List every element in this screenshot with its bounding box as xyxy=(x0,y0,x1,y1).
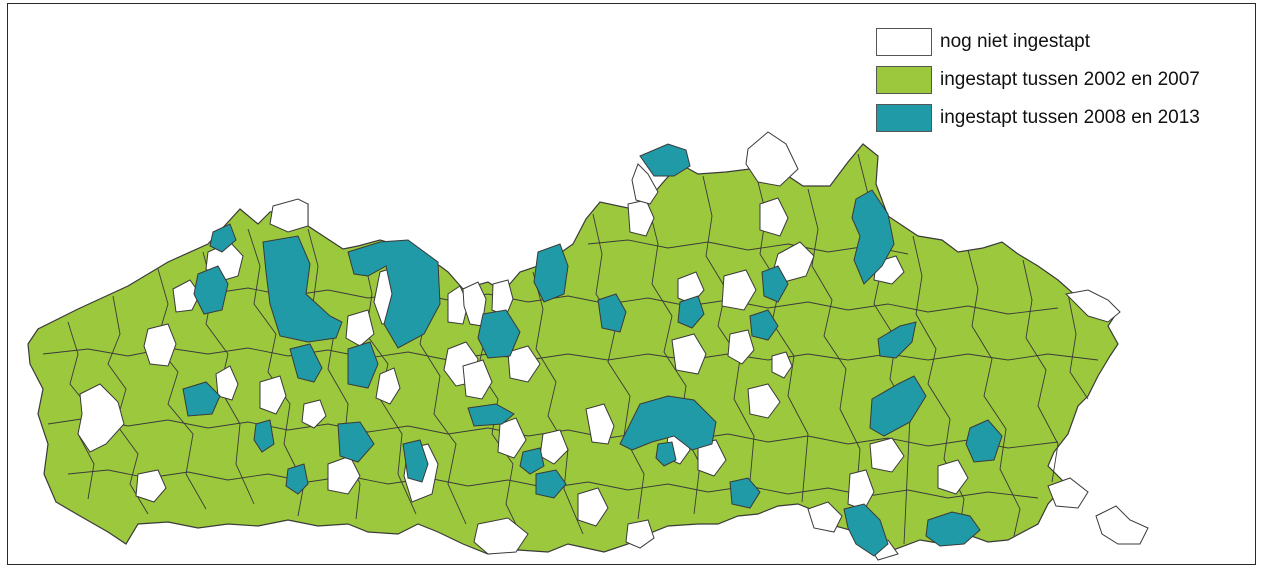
legend-swatch-white xyxy=(876,28,932,56)
legend-label: nog niet ingestapt xyxy=(940,31,1091,52)
legend-item-2002-2007: ingestapt tussen 2002 en 2007 xyxy=(876,66,1246,96)
legend-label: ingestapt tussen 2002 en 2007 xyxy=(940,69,1200,90)
not-joined-areas xyxy=(77,131,1149,561)
legend-swatch-teal xyxy=(876,104,932,132)
legend-label: ingestapt tussen 2008 en 2013 xyxy=(940,107,1200,128)
joined-2008-2013-areas xyxy=(182,143,1003,557)
legend-item-not-joined: nog niet ingestapt xyxy=(876,28,1246,58)
legend-swatch-green xyxy=(876,66,932,94)
legend-item-2008-2013: ingestapt tussen 2008 en 2013 xyxy=(876,104,1246,134)
choropleth-map xyxy=(27,131,1149,561)
